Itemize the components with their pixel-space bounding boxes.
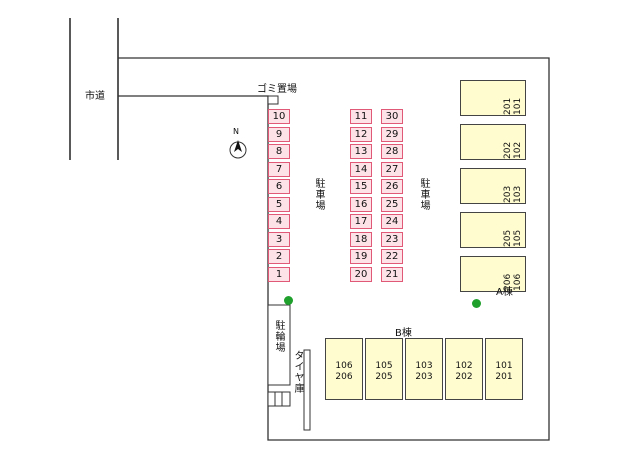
unit-number-label: 201 101: [503, 97, 523, 115]
building-a-unit: 202 102: [460, 124, 526, 160]
parking-space: 25: [381, 196, 403, 212]
parking-space: 19: [350, 249, 372, 264]
parking-space: 22: [381, 249, 403, 264]
building-a-unit: 203 103: [460, 168, 526, 204]
parking-space: 2: [268, 249, 290, 264]
parking-space: 18: [350, 231, 372, 247]
parking-space: 29: [381, 126, 403, 142]
parking-space: 12: [350, 126, 372, 142]
bicycle-parking-label: 駐輪場: [273, 320, 284, 353]
parking-space: 7: [268, 161, 290, 177]
building-a-label: A棟: [496, 287, 513, 298]
parking-space: 24: [381, 214, 403, 229]
unit-number-top: 103: [415, 361, 433, 371]
parking-space: 30: [381, 109, 403, 124]
parking-label-right: 駐車場: [418, 178, 429, 211]
building-a-unit: 206 106: [460, 256, 526, 292]
parking-space: 15: [350, 179, 372, 194]
garbage-label: ゴミ置場: [257, 84, 297, 95]
parking-space: 4: [268, 214, 290, 229]
parking-space: 9: [268, 126, 290, 142]
unit-number-top: 105: [375, 361, 393, 371]
parking-space: 26: [381, 179, 403, 194]
unit-number-bottom: 203: [415, 372, 433, 382]
building-a-unit: 205 105: [460, 212, 526, 248]
unit-number-label: 202 102: [503, 141, 523, 159]
parking-space: 21: [381, 266, 403, 282]
parking-space: 11: [350, 109, 372, 124]
parking-space: 16: [350, 196, 372, 212]
unit-number-label: 203 103: [503, 185, 523, 203]
unit-number-bottom: 206: [335, 372, 353, 382]
parking-space: 6: [268, 179, 290, 194]
parking-space: 27: [381, 161, 403, 177]
tire-storage-label: タイヤ庫: [292, 350, 303, 394]
unit-number-bottom: 202: [455, 372, 473, 382]
parking-space: 17: [350, 214, 372, 229]
road-label: 市道: [85, 91, 105, 102]
unit-number-top: 101: [495, 361, 513, 371]
unit-number-top: 106: [335, 361, 353, 371]
unit-number-label: 205 105: [503, 229, 523, 247]
parking-space: 10: [268, 109, 290, 124]
parking-space: 8: [268, 144, 290, 159]
north-label: N: [233, 127, 239, 136]
parking-space: 3: [268, 231, 290, 247]
parking-label-left: 駐車場: [313, 178, 324, 211]
parking-space: 1: [268, 266, 290, 282]
unit-number-bottom: 205: [375, 372, 393, 382]
parking-space: 5: [268, 196, 290, 212]
parking-space: 13: [350, 144, 372, 159]
building-a-unit: 201 101: [460, 80, 526, 116]
building-b-label: B棟: [395, 328, 412, 339]
tree-icon: [472, 299, 481, 308]
parking-space: 23: [381, 231, 403, 247]
tree-icon: [284, 296, 293, 305]
unit-number-top: 102: [455, 361, 473, 371]
parking-space: 14: [350, 161, 372, 177]
parking-space: 28: [381, 144, 403, 159]
parking-space: 20: [350, 266, 372, 282]
unit-number-bottom: 201: [495, 372, 513, 382]
